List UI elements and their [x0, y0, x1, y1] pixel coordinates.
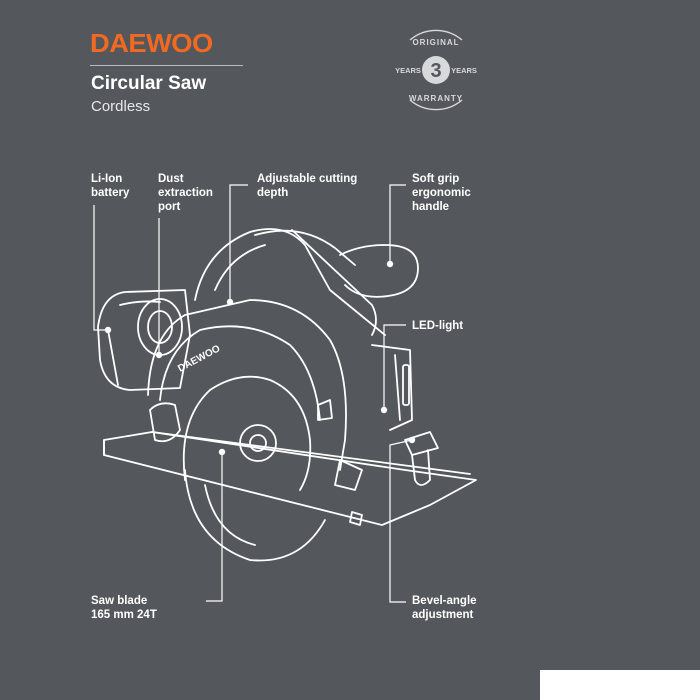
label-cutting-depth: Adjustable cutting depth [257, 172, 357, 200]
label-battery: Li-Ion battery [91, 172, 129, 200]
label-blade: Saw blade 165 mm 24T [91, 594, 157, 622]
label-dust-port-line-1: Dust [158, 173, 184, 185]
saw-body-marking: DAEWOO [176, 343, 222, 374]
header-divider [90, 65, 243, 66]
warranty-right-text: YEARS [451, 66, 477, 75]
callout-line-blade [206, 452, 223, 602]
label-cutting-depth-line-1: Adjustable cutting [257, 173, 358, 185]
label-led: LED-light [412, 319, 463, 333]
label-dust-port: Dust extraction port [158, 172, 213, 214]
label-led-line-1: LED-light [412, 320, 464, 332]
warranty-left-text: YEARS [395, 66, 421, 75]
warranty-top-text: ORIGINAL [412, 38, 459, 47]
warranty-number: 3 [430, 60, 441, 82]
label-blade-line-2: 165 mm 24T [91, 609, 157, 621]
label-battery-line-1: Li-Ion [91, 173, 123, 185]
product-subtitle: Cordless [91, 98, 151, 115]
label-bevel-line-2: adjustment [412, 609, 474, 621]
brand-logo: DAEWOO [90, 28, 213, 58]
label-grip-line-1: Soft grip [412, 173, 460, 185]
callout-dot-battery [104, 326, 112, 334]
label-dust-port-line-3: port [158, 201, 181, 213]
callout-line-grip [389, 184, 406, 264]
callout-line-bevel [389, 439, 413, 603]
callout-dot-grip [386, 260, 394, 268]
label-battery-line-2: battery [91, 187, 130, 199]
warranty-bottom-text: WARRANTY [409, 94, 463, 103]
callout-dot-cutting-depth [226, 298, 234, 306]
label-dust-port-line-2: extraction [158, 187, 213, 199]
callout-line-battery [93, 205, 108, 331]
callout-dot-led [380, 406, 388, 414]
callout-line-led [383, 324, 406, 410]
callout-dot-blade [218, 448, 226, 456]
warranty-number-disc [422, 56, 450, 84]
label-grip-line-3: handle [412, 201, 450, 213]
corner-panel [540, 670, 700, 700]
callout-line-cutting-depth [229, 184, 248, 302]
product-title: Circular Saw [91, 73, 207, 94]
label-bevel-line-1: Bevel-angle [412, 595, 477, 607]
label-blade-line-1: Saw blade [91, 595, 148, 607]
label-bevel: Bevel-angle adjustment [412, 594, 477, 622]
label-grip: Soft grip ergonomic handle [412, 172, 471, 214]
callout-dot-dust-port [155, 351, 163, 359]
label-grip-line-2: ergonomic [412, 187, 471, 199]
callout-dot-bevel [408, 436, 416, 444]
label-cutting-depth-line-2: depth [257, 187, 289, 199]
